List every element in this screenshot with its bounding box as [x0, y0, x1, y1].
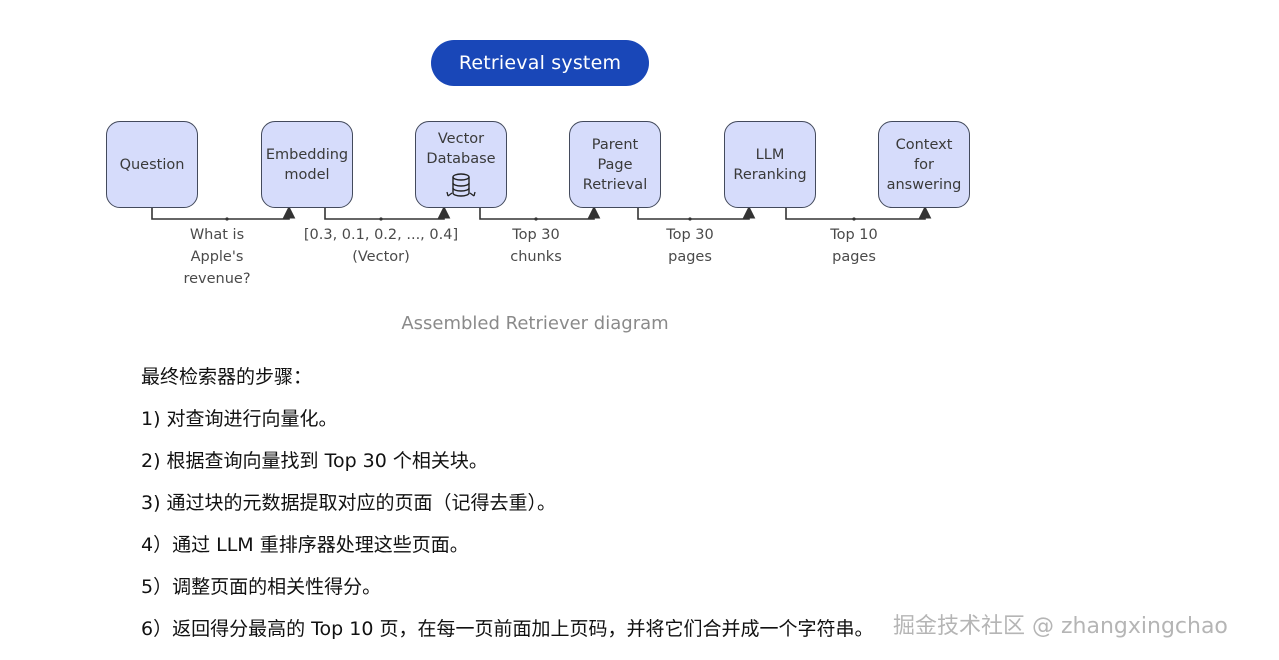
watermark: 掘金技术社区 @ zhangxingchao: [893, 614, 1228, 639]
steps-list: 最终检索器的步骤： 1) 对查询进行向量化。 2) 根据查询向量找到 Top 3…: [141, 362, 1041, 656]
edge-arrow-5: [785, 205, 932, 220]
edge-arrow-4: [637, 205, 756, 220]
edge-label-top10-pages: Top 10 pages: [830, 227, 878, 265]
node-label: LLM Reranking: [733, 146, 807, 183]
step-item: 4）通过 LLM 重排序器处理这些页面。: [141, 534, 469, 556]
edge-arrow-2: [324, 205, 451, 220]
steps-heading: 最终检索器的步骤：: [141, 366, 313, 388]
step-item: 5）调整页面的相关性得分。: [141, 576, 382, 598]
edge-label-question: What is Apple's revenue?: [183, 227, 251, 287]
node-label: Parent Page Retrieval: [582, 136, 648, 193]
node-label: Embedding model: [265, 146, 349, 183]
edge-label-top30-pages: Top 30 pages: [666, 227, 714, 265]
step-item: 6）返回得分最高的 Top 10 页，在每一页前面加上页码，并将它们合并成一个字…: [141, 618, 874, 640]
node-label: Vector Database: [426, 130, 496, 167]
edge-label-vector: [0.3, 0.1, 0.2, ..., 0.4] (Vector): [303, 227, 459, 265]
node-llm-reranking: LLM Reranking: [724, 121, 816, 208]
node-vector-database: Vector Database: [415, 121, 507, 208]
edge-arrow-1: [151, 205, 296, 220]
node-label: Context for answering: [886, 136, 962, 193]
node-embedding-model: Embedding model: [261, 121, 353, 208]
step-item: 3) 通过块的元数据提取对应的页面（记得去重）。: [141, 492, 557, 514]
diagram-caption: Assembled Retriever diagram: [401, 313, 669, 334]
node-question: Question: [106, 121, 198, 208]
node-label: Question: [119, 156, 185, 173]
node-context-for-answering: Context for answering: [878, 121, 970, 208]
edge-label-top30-chunks: Top 30 chunks: [510, 227, 562, 265]
edge-arrow-3: [479, 205, 601, 220]
diagram-title: Retrieval system: [431, 40, 649, 86]
step-item: 1) 对查询进行向量化。: [141, 408, 338, 430]
step-item: 2) 根据查询向量找到 Top 30 个相关块。: [141, 450, 488, 472]
database-icon: [446, 172, 476, 197]
node-parent-page-retrieval: Parent Page Retrieval: [569, 121, 661, 208]
